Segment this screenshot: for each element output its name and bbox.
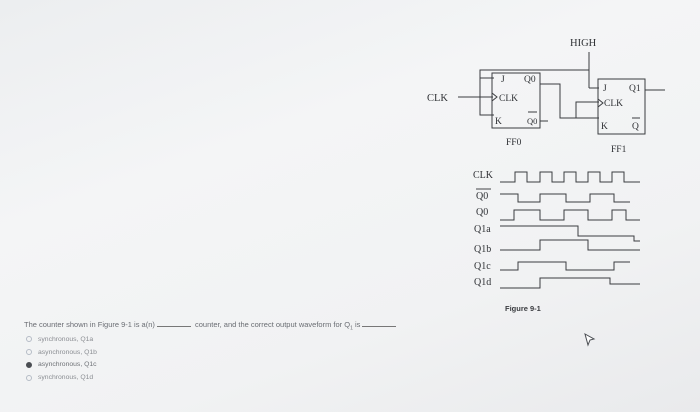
high-label: HIGH (570, 38, 597, 49)
wave-label-q1c: Q1c (474, 261, 491, 272)
ff1-k-label: K (601, 122, 608, 132)
answer-blank-1 (156, 318, 191, 327)
wave-label-q0: Q0 (476, 207, 488, 218)
ff0-name: FF0 (506, 138, 522, 148)
wave-label-q0bar: Q0 (476, 191, 488, 202)
radio-button[interactable] (26, 349, 32, 356)
answer-blank-2 (362, 318, 397, 327)
ff0-k-label: K (495, 117, 502, 127)
wave-label-q1b: Q1b (474, 244, 491, 255)
answer-option-label: asynchronous, Q1b (38, 348, 97, 356)
wave-q1c (500, 261, 630, 271)
radio-button-selected[interactable] (26, 361, 32, 368)
figure-caption: Figure 9-1 (505, 304, 541, 313)
ff1-name: FF1 (611, 145, 627, 155)
wave-q1a (500, 225, 640, 242)
high-rail (479, 52, 590, 116)
wave-q0bar (500, 193, 630, 203)
ff1-clock-triangle (597, 98, 604, 108)
ff1-clk-label: CLK (604, 99, 623, 109)
question-text: The counter shown in Figure 9-1 is a(n) … (24, 318, 544, 332)
ff0-clk-label: CLK (499, 94, 518, 104)
wave-label-q1d: Q1d (474, 277, 491, 288)
radio-button[interactable] (26, 336, 32, 343)
ff1-qbar-label: Q (632, 122, 639, 132)
answer-options: synchronous, Q1a asynchronous, Q1b async… (26, 333, 97, 384)
q0-output-wire (540, 83, 599, 119)
wave-label-q1a: Q1a (474, 224, 491, 235)
wave-q1d (500, 277, 640, 289)
wave-q0 (500, 209, 640, 221)
wave-q1b (500, 239, 640, 251)
wave-clk (500, 171, 640, 183)
ff1-q-label: Q1 (629, 84, 641, 94)
question-part-2: counter, and the correct output waveform… (195, 320, 351, 329)
ff0-clock-triangle (491, 92, 498, 102)
ff1-j-label: J (603, 84, 607, 94)
answer-option[interactable]: asynchronous, Q1c (26, 359, 97, 372)
answer-option-label: asynchronous, Q1c (38, 361, 97, 369)
question-part-1: The counter shown in Figure 9-1 is a(n) (24, 320, 155, 329)
question-part-3: is (354, 320, 361, 329)
ff0-qbar-label: Q0 (527, 116, 537, 126)
radio-button[interactable] (26, 374, 32, 381)
clk-input-label: CLK (427, 93, 448, 104)
answer-option[interactable]: asynchronous, Q1b (26, 346, 97, 359)
ff0-j-label: J (501, 75, 505, 85)
mouse-pointer-icon (584, 333, 596, 347)
answer-option[interactable]: synchronous, Q1a (26, 333, 97, 346)
wave-label-clk: CLK (473, 170, 494, 181)
answer-option[interactable]: synchronous, Q1d (26, 371, 97, 384)
answer-option-label: synchronous, Q1a (38, 335, 94, 343)
answer-option-label: synchronous, Q1d (38, 374, 94, 382)
question-subscript: 1 (350, 325, 353, 332)
ff0-q-label: Q0 (524, 75, 536, 85)
